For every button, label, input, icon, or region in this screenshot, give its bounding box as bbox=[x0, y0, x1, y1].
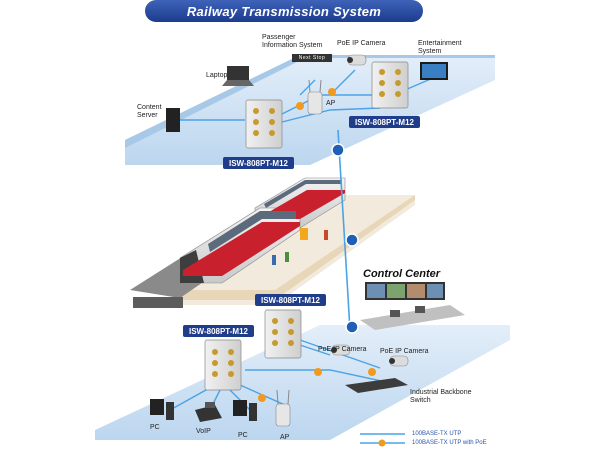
voip-device bbox=[195, 402, 222, 422]
control-center-title: Control Center bbox=[363, 268, 440, 280]
laptop-label: Laptop bbox=[206, 72, 228, 79]
train-stripe-front bbox=[183, 222, 300, 276]
switch-top-left-device bbox=[245, 99, 283, 149]
station-person-3 bbox=[324, 230, 328, 240]
switch-bottom-right-device bbox=[264, 309, 302, 359]
camera-bottom-2-device bbox=[389, 355, 409, 367]
diagram-title: Railway Transmission System bbox=[145, 0, 423, 22]
backbone-label: Industrial Backbone Switch bbox=[410, 389, 472, 404]
line-top-6 bbox=[299, 79, 316, 96]
backbone-link bbox=[337, 129, 351, 331]
poe-dot-top-1 bbox=[328, 88, 336, 96]
legend-utp-label: 100BASE-TX UTP bbox=[412, 431, 462, 437]
content-server-device bbox=[166, 108, 180, 132]
ap-top-device bbox=[307, 79, 323, 115]
ap-bottom-label: AP bbox=[280, 434, 290, 441]
switch-top-right-device bbox=[371, 61, 409, 109]
train-windows-front bbox=[208, 211, 296, 252]
train-windows-rear bbox=[264, 180, 342, 208]
station-door bbox=[300, 228, 308, 240]
pc-2-device bbox=[233, 400, 257, 421]
station-platform-edge bbox=[180, 195, 415, 300]
line-top-2 bbox=[269, 107, 381, 126]
pc-2-label: PC bbox=[238, 432, 248, 439]
poe-dot-bottom-1 bbox=[314, 368, 322, 376]
laptop-device bbox=[222, 66, 254, 86]
station-platform bbox=[180, 195, 415, 305]
next-stop-sign: Next Stop bbox=[292, 54, 332, 62]
switch-top-left-tag: ISW-808PT-M12 bbox=[223, 157, 294, 169]
bottom-platform bbox=[95, 325, 510, 440]
switch-bottom-left-tag: ISW-808PT-M12 bbox=[183, 325, 254, 337]
line-bottom-1 bbox=[245, 369, 401, 386]
link-node-3 bbox=[345, 320, 359, 334]
backbone-switch-device bbox=[345, 378, 408, 393]
pis-label: Passenger Information System bbox=[262, 34, 323, 49]
camera-bottom-1-device bbox=[331, 344, 351, 356]
switch-bottom-left-device bbox=[204, 339, 242, 391]
pc-1-label: PC bbox=[150, 424, 160, 431]
link-node-1 bbox=[331, 143, 345, 157]
poe-dot-top-2 bbox=[296, 102, 304, 110]
station-person-1 bbox=[272, 255, 276, 265]
ap-top-label: AP bbox=[326, 100, 336, 107]
ap-bottom-device bbox=[275, 389, 291, 427]
control-center-device bbox=[360, 282, 465, 330]
camera-top-device bbox=[347, 54, 367, 66]
camera-bottom-1-label: PoE IP Camera bbox=[318, 346, 367, 353]
switch-bottom-right-tag: ISW-808PT-M12 bbox=[255, 294, 326, 306]
poe-dot-bottom-2 bbox=[368, 368, 376, 376]
content-server-label: Content Server bbox=[137, 104, 162, 119]
line-bottom-2 bbox=[299, 344, 331, 356]
pc-1-device bbox=[150, 399, 174, 420]
voip-label: VoIP bbox=[196, 428, 211, 435]
legend-poe-label: 100BASE-TX UTP with PoE bbox=[412, 440, 487, 446]
entertainment-label: Entertainment System bbox=[418, 40, 462, 55]
camera-bottom-2-label: PoE IP Camera bbox=[380, 348, 429, 355]
legend-poe-dot bbox=[378, 439, 386, 447]
poe-dot-bottom-3 bbox=[258, 394, 266, 402]
link-node-2 bbox=[345, 233, 359, 247]
entertainment-device bbox=[420, 62, 448, 80]
train bbox=[179, 177, 346, 284]
track-pit bbox=[133, 297, 183, 308]
switch-top-right-tag: ISW-808PT-M12 bbox=[349, 116, 420, 128]
camera-top-label: PoE IP Camera bbox=[337, 40, 386, 47]
station-person-2 bbox=[285, 252, 289, 262]
